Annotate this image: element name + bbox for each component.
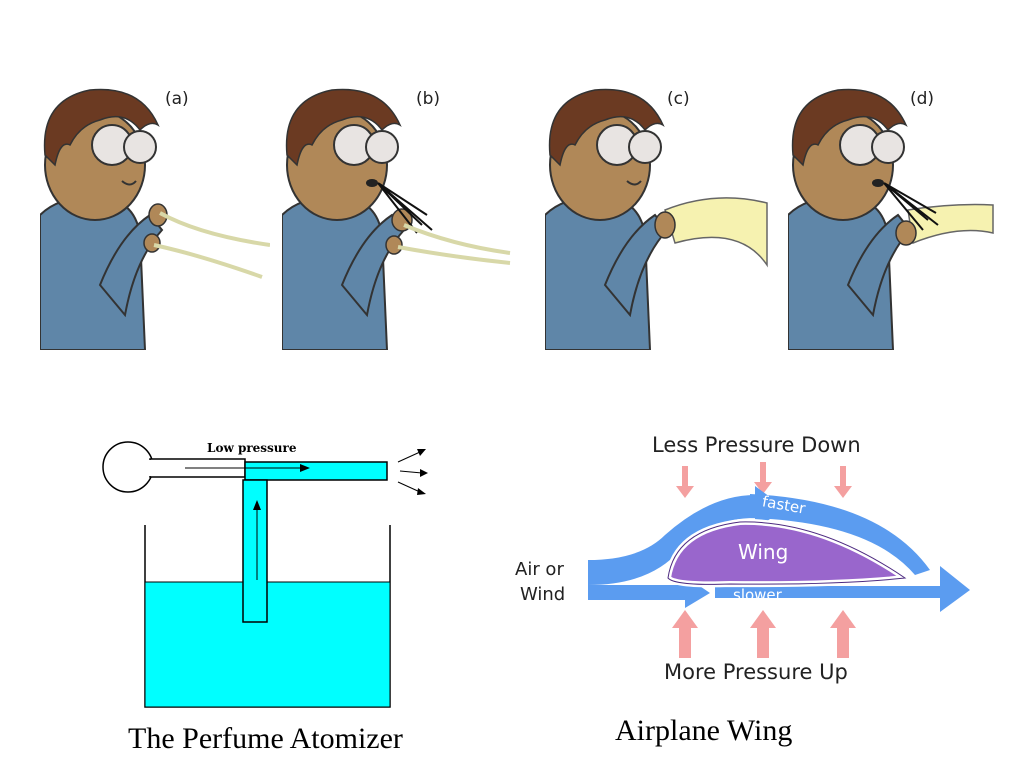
air-label-line2: Wind [520,584,566,605]
cartoon-person-c [545,88,768,350]
squeeze-bulb [102,441,154,493]
panel-b: (b) [282,85,512,350]
upper-airflow [588,486,785,585]
lower-airflow [715,566,970,612]
atomizer-diagram [102,441,428,708]
panel-c: (c) [545,85,775,350]
wing-diagram [588,462,970,658]
dip-tube [242,479,268,623]
wing-label: Wing [738,540,789,564]
more-pressure-label: More Pressure Up [664,660,848,684]
panel-d: (d) [788,85,1018,350]
panel-label: (d) [910,89,935,109]
panel-label: (c) [667,89,690,109]
air-label-line1: Air or [515,559,564,580]
down-pressure-arrows [676,462,852,498]
low-pressure-label: Low pressure [207,441,297,455]
slower-label: slower [733,586,782,604]
outlet-tube [244,461,388,481]
wing-caption: Airplane Wing [615,714,793,747]
panel-label: (b) [416,89,441,109]
up-pressure-arrows [672,610,856,658]
cartoon-person-a [40,88,270,350]
upper-airflow-tail [750,494,930,575]
panel-label: (a) [165,89,189,109]
panel-a: (a) [40,85,270,350]
less-pressure-label: Less Pressure Down [652,433,861,457]
cartoon-person-d [788,88,994,350]
atomizer-caption: The Perfume Atomizer [128,722,403,755]
cartoon-person-b [282,88,511,350]
